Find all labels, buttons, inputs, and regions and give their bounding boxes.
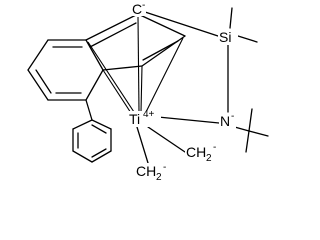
- tert-butyl-group: [230, 108, 269, 153]
- methylene-label-2: CH 2 -: [135, 162, 171, 182]
- methylene-label-1: CH 2 -: [185, 142, 221, 164]
- svg-text:Si: Si: [219, 29, 231, 45]
- haptic-bonds: [87, 16, 184, 114]
- benzo-ring: [27, 39, 104, 101]
- svg-text:C: C: [132, 1, 142, 17]
- svg-text:2: 2: [156, 172, 162, 182]
- svg-text:4+: 4+: [143, 109, 155, 120]
- svg-text:-: -: [231, 111, 234, 122]
- cyclopentadienyl-ring: [85, 13, 186, 71]
- phenyl-group: [72, 99, 112, 163]
- svg-text:CH: CH: [136, 163, 156, 179]
- carbanion-label: C -: [130, 0, 146, 17]
- svg-text:-: -: [163, 162, 166, 173]
- svg-text:-: -: [213, 142, 216, 153]
- svg-text:Ti: Ti: [129, 111, 140, 127]
- silicon-label: Si: [218, 29, 238, 45]
- silyl-bridge: [144, 7, 258, 113]
- chemical-structure: C - Si Ti 4+ N - CH 2 - CH 2 -: [27, 0, 269, 182]
- svg-text:CH: CH: [186, 144, 206, 160]
- svg-text:2: 2: [206, 153, 212, 164]
- titanium-bonds: [136, 116, 220, 164]
- nitrogen-label: N -: [219, 111, 236, 129]
- svg-text:N: N: [220, 113, 230, 129]
- titanium-label: Ti 4+: [128, 109, 161, 127]
- svg-text:-: -: [142, 0, 145, 11]
